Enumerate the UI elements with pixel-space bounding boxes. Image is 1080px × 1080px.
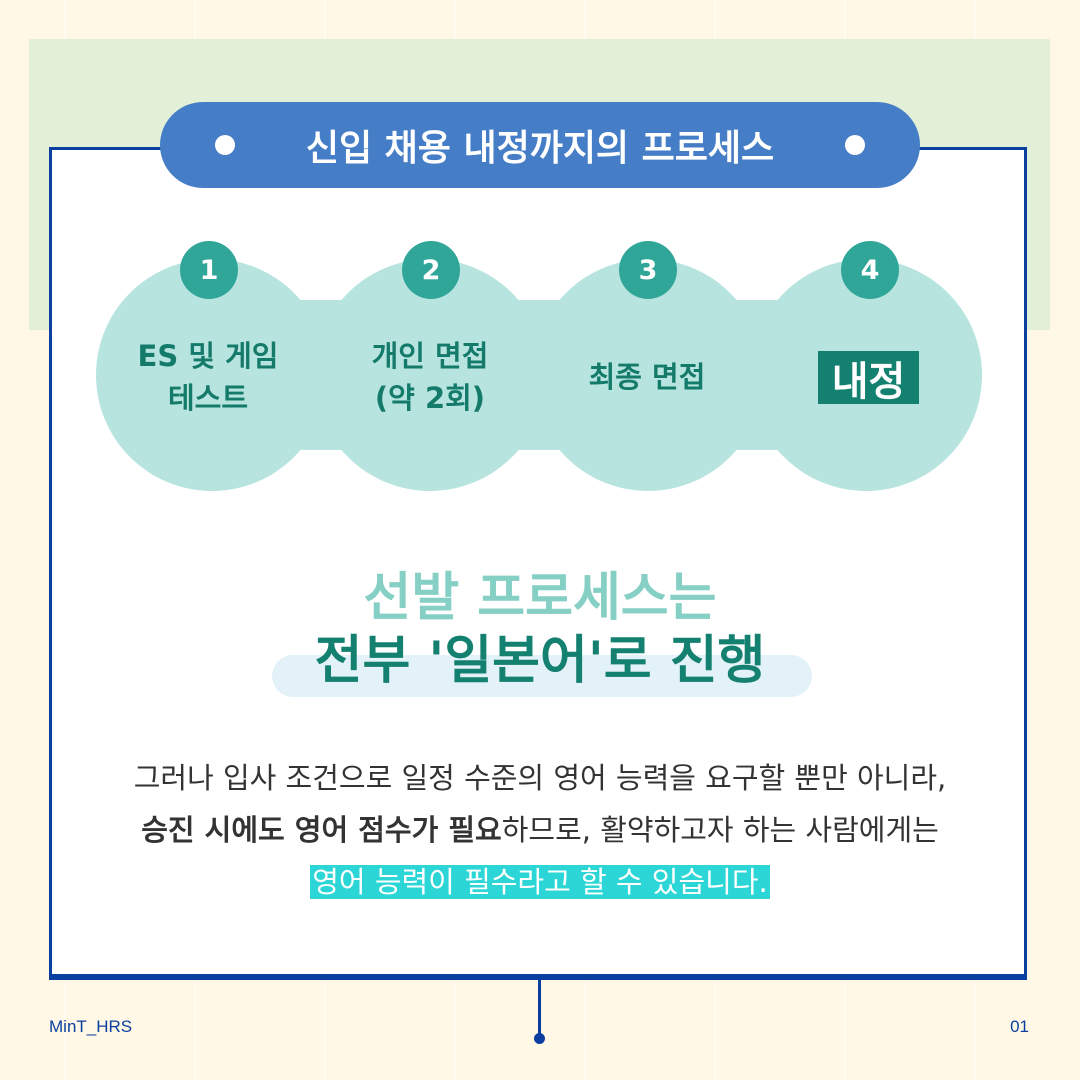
step-label-1: ES 및 게임 테스트 — [98, 335, 318, 419]
body-line2: 승진 시에도 영어 점수가 필요하므로, 활약하고자 하는 사람에게는 — [0, 804, 1080, 856]
bullet-dot-icon — [215, 135, 235, 155]
step-label-line: (약 2회) — [374, 381, 486, 415]
body-highlight: 영어 능력이 필수라고 할 수 있습니다. — [310, 865, 770, 899]
headline-line1: 선발 프로세스는 — [363, 568, 717, 628]
step-label-3: 최종 면접 — [537, 356, 757, 398]
title-pill: 신입 채용 내정까지의 프로세스 — [160, 102, 920, 188]
body-line1: 그러나 입사 조건으로 일정 수준의 영어 능력을 요구할 뿐만 아니라, — [133, 761, 947, 795]
body-line3: 영어 능력이 필수라고 할 수 있습니다. — [0, 856, 1080, 908]
step-label-line: 개인 면접 — [371, 339, 489, 373]
body-text: 그러나 입사 조건으로 일정 수준의 영어 능력을 요구할 뿐만 아니라, 승진… — [0, 752, 1080, 908]
step-label-2: 개인 면접 (약 2회) — [320, 335, 540, 419]
bullet-dot-icon — [845, 135, 865, 155]
page-title: 신입 채용 내정까지의 프로세스 — [305, 128, 775, 169]
step-label-line: 최종 면접 — [588, 360, 706, 394]
headline-highlight-band — [272, 655, 812, 697]
headline-line2: 전부 '일본어'로 진행 — [314, 631, 766, 691]
brand-label: MinT_HRS — [49, 1017, 133, 1036]
step-number-4: 4 — [841, 241, 899, 299]
connector-line — [538, 980, 541, 1038]
step-label-4: 내정 — [818, 351, 919, 405]
step-label-line: ES 및 게임 — [137, 339, 279, 373]
body-line2-rest: 하므로, 활약하고자 하는 사람에게는 — [501, 813, 939, 847]
step-number-1: 1 — [180, 241, 238, 299]
body-bold: 승진 시에도 영어 점수가 필요 — [141, 813, 502, 847]
step-number-2: 2 — [402, 241, 460, 299]
connector-dot-icon — [534, 1033, 545, 1044]
page-number: 01 — [1010, 1017, 1029, 1036]
step-number-3: 3 — [619, 241, 677, 299]
step-label-line: 테스트 — [167, 381, 249, 415]
